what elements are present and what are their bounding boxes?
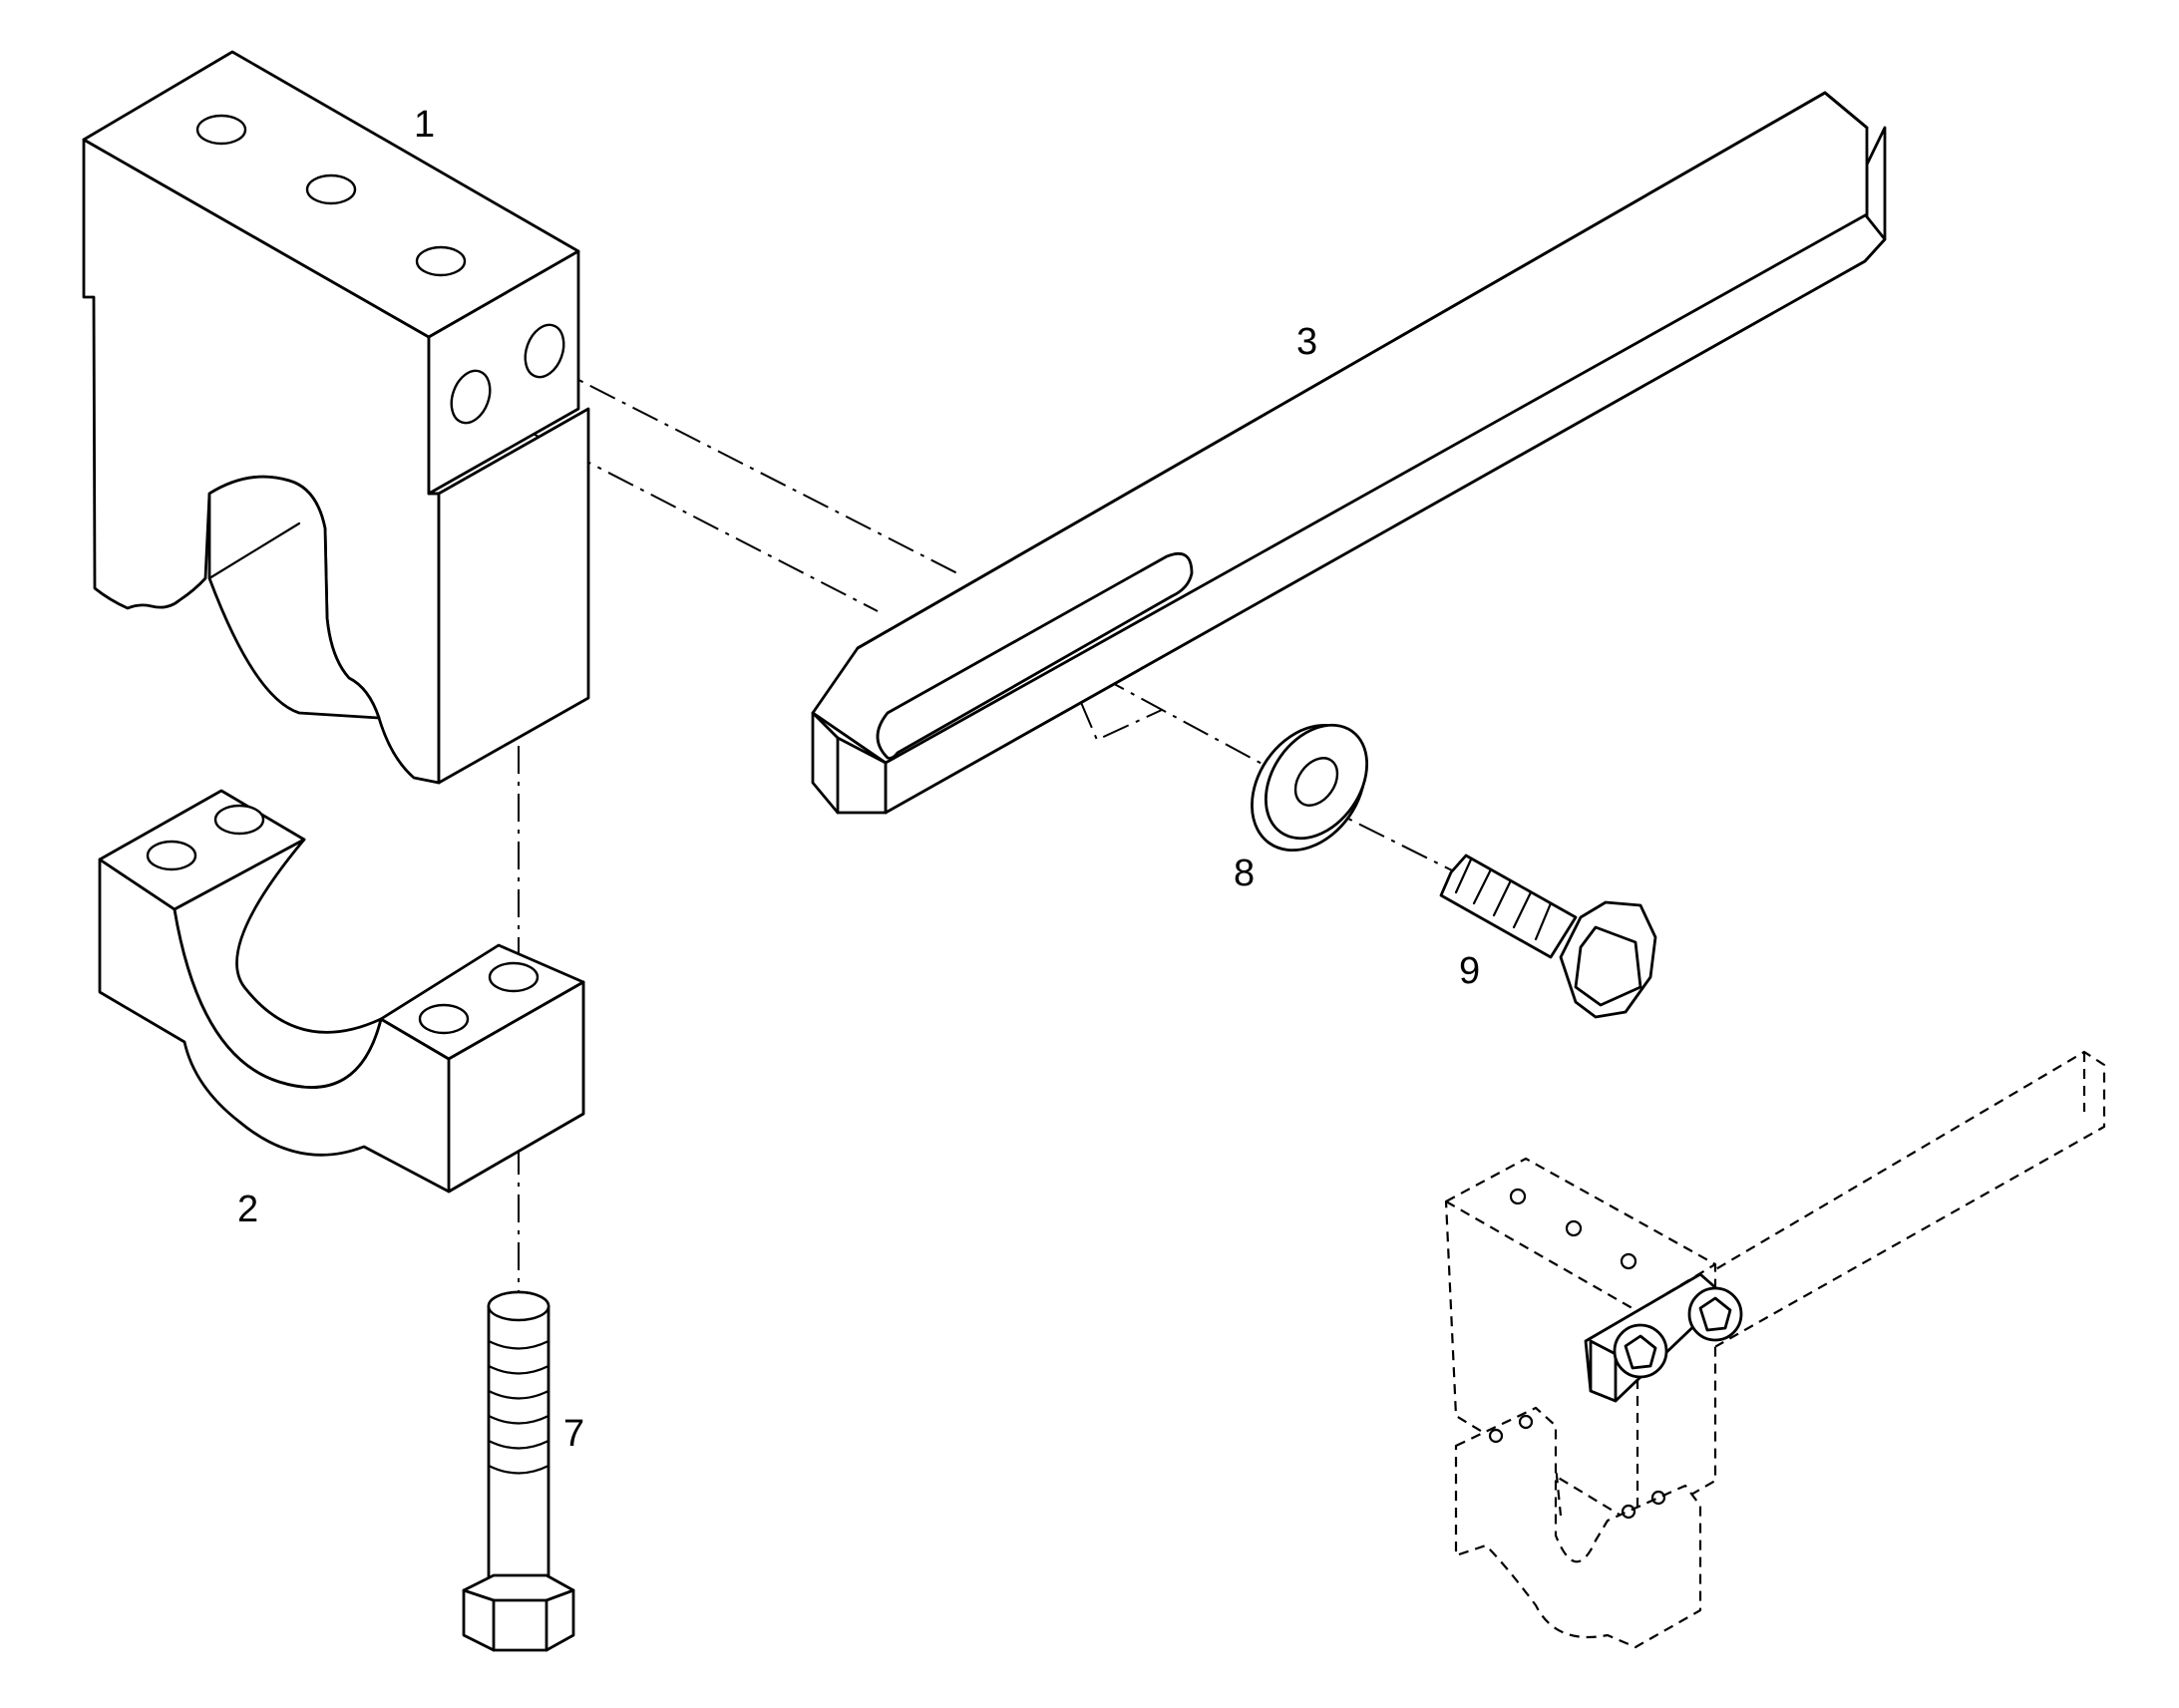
washer	[1251, 723, 1369, 853]
callout-3: 3	[1296, 321, 1317, 363]
hex-bolt-horizontal	[1439, 854, 1657, 1019]
callout-1: 1	[414, 104, 435, 146]
assembled-view	[1444, 1050, 2106, 1649]
callout-labels: 1 2 3 7 8 9	[237, 104, 1480, 1455]
slotted-arm	[811, 91, 1887, 815]
clamp-upper-block	[82, 50, 590, 785]
clamp-lower-half	[98, 789, 585, 1194]
callout-8: 8	[1234, 853, 1255, 894]
hex-bolt-vertical	[462, 1290, 575, 1652]
callout-2: 2	[237, 1189, 258, 1230]
callout-7: 7	[563, 1413, 584, 1455]
callout-9: 9	[1459, 950, 1480, 992]
